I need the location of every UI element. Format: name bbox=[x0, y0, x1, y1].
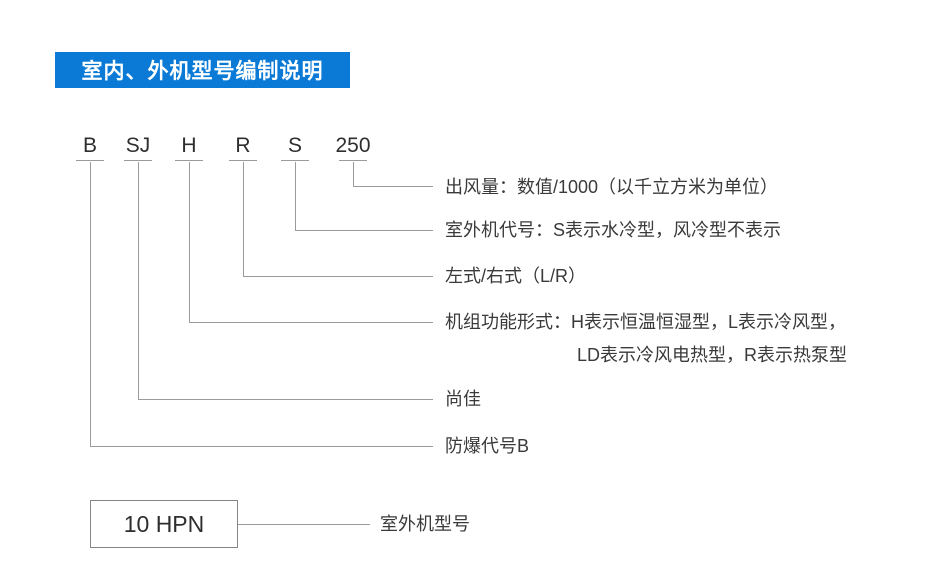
code-description-function: 机组功能形式：H表示恒温恒湿型，L表示冷风型， bbox=[445, 312, 847, 332]
code-underline bbox=[124, 160, 152, 161]
code-letter-r: R bbox=[235, 134, 251, 157]
connector-line bbox=[353, 162, 354, 186]
code-underline bbox=[175, 160, 203, 161]
connector-line bbox=[138, 162, 139, 399]
outdoor-model-box: 10 HPN bbox=[90, 500, 238, 548]
connector-line bbox=[243, 276, 433, 277]
code-underline bbox=[281, 160, 309, 161]
code-underline bbox=[229, 160, 257, 161]
code-description-left-right: 左式/右式（L/R） bbox=[445, 266, 587, 286]
section-title-badge: 室内、外机型号编制说明 bbox=[55, 52, 350, 88]
code-underline bbox=[339, 160, 367, 161]
code-description-outdoor-code: 室外机代号：S表示水冷型，风冷型不表示 bbox=[445, 220, 782, 240]
section-title: 室内、外机型号编制说明 bbox=[81, 60, 324, 83]
code-description-airflow: 出风量：数值/1000（以千立方米为单位） bbox=[445, 177, 779, 197]
connector-line bbox=[243, 162, 244, 276]
outdoor-model-label: 室外机型号 bbox=[380, 514, 470, 534]
connector-line bbox=[90, 446, 433, 447]
connector-line bbox=[295, 162, 296, 230]
code-letter-h: H bbox=[181, 134, 197, 157]
code-description-function-line2: LD表示冷风电热型，R表示热泵型 bbox=[577, 345, 848, 365]
connector-line bbox=[353, 186, 433, 187]
connector-line bbox=[189, 162, 190, 322]
connector-line bbox=[238, 524, 370, 525]
code-letter-sj: SJ bbox=[125, 134, 151, 157]
code-description-brand: 尚佳 bbox=[445, 389, 481, 409]
code-letter-s: S bbox=[287, 134, 303, 157]
code-letter-b: B bbox=[82, 134, 98, 157]
connector-line bbox=[90, 162, 91, 446]
connector-line bbox=[138, 399, 433, 400]
connector-line bbox=[295, 230, 433, 231]
code-description-explosionproof: 防爆代号B bbox=[445, 436, 530, 456]
code-underline bbox=[76, 160, 104, 161]
code-letter-250: 250 bbox=[335, 134, 371, 157]
connector-line bbox=[189, 322, 433, 323]
outdoor-model-text: 10 HPN bbox=[123, 510, 205, 537]
